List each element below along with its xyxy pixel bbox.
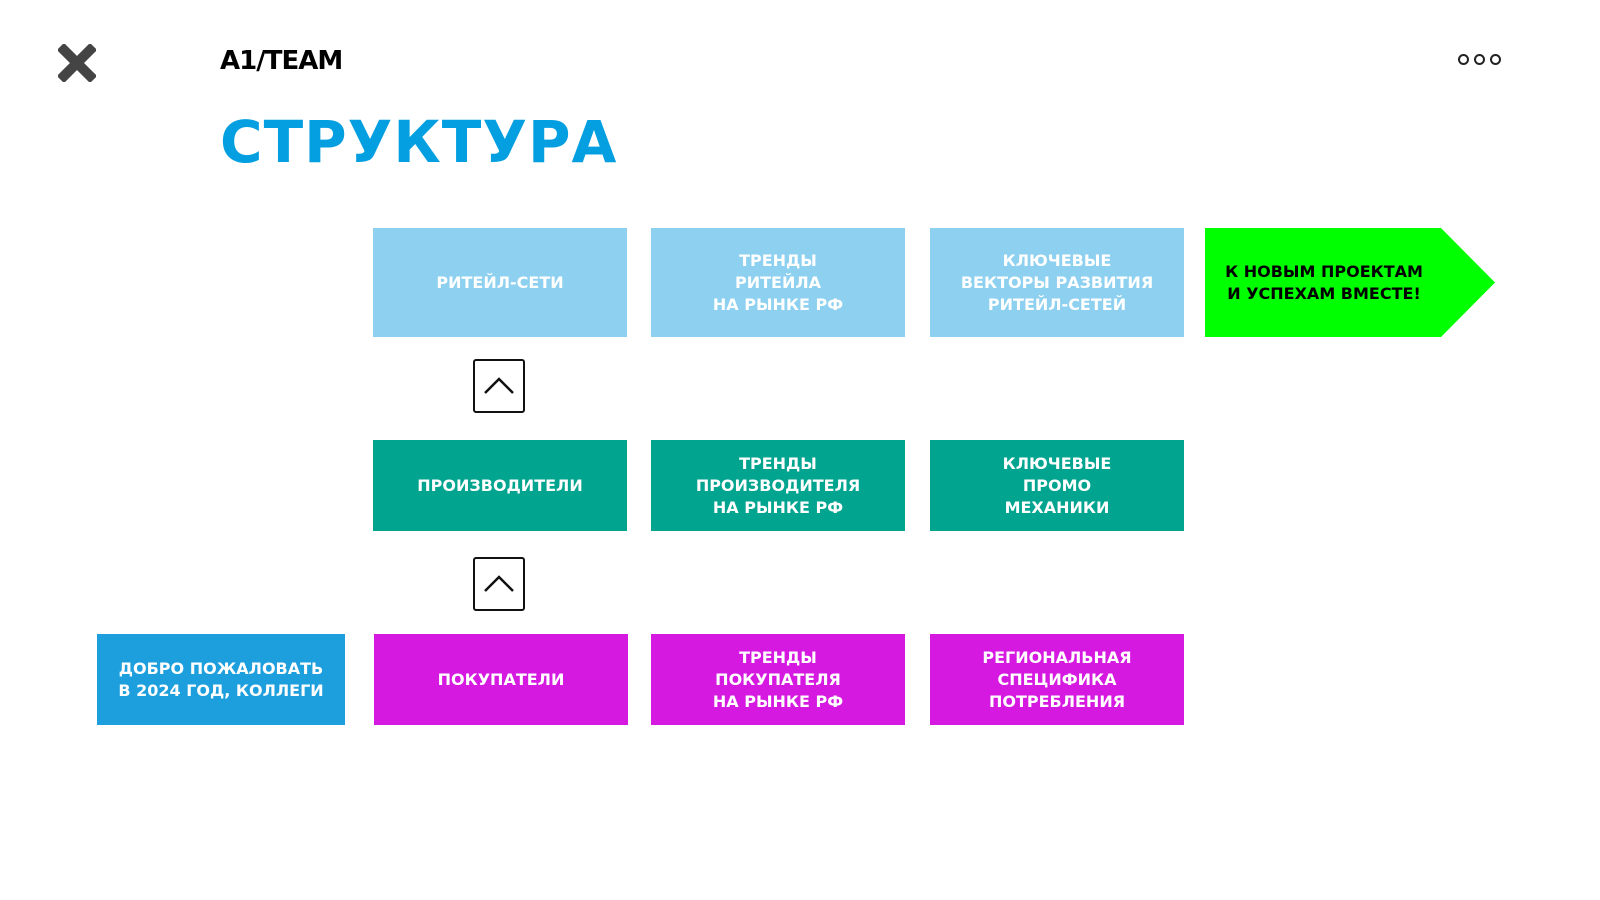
tile-buyers[interactable]: ПОКУПАТЕЛИ <box>374 634 628 725</box>
tile-retail-trends[interactable]: ТРЕНДЫ РИТЕЙЛА НА РЫНКЕ РФ <box>651 228 905 337</box>
tile-start[interactable]: ДОБРО ПОЖАЛОВАТЬ В 2024 ГОД, КОЛЛЕГИ <box>97 634 345 725</box>
tile-buyer-trends[interactable]: ТРЕНДЫ ПОКУПАТЕЛЯ НА РЫНКЕ РФ <box>651 634 905 725</box>
tile-finish[interactable]: К НОВЫМ ПРОЕКТАМ И УСПЕХАМ ВМЕСТЕ! <box>1205 228 1495 337</box>
chevron-up-icon[interactable] <box>473 359 525 413</box>
page-title: СТРУКТУРА <box>220 108 618 176</box>
more-dots-icon[interactable] <box>1458 54 1501 65</box>
chevron-up-icon[interactable] <box>473 557 525 611</box>
tile-promo-mechanics[interactable]: КЛЮЧЕВЫЕ ПРОМО МЕХАНИКИ <box>930 440 1184 531</box>
logo: A1/TEAM <box>220 46 343 76</box>
tile-producers[interactable]: ПРОИЗВОДИТЕЛИ <box>373 440 627 531</box>
tile-retail-vectors[interactable]: КЛЮЧЕВЫЕ ВЕКТОРЫ РАЗВИТИЯ РИТЕЙЛ-СЕТЕЙ <box>930 228 1184 337</box>
tile-retail-chains[interactable]: РИТЕЙЛ-СЕТИ <box>373 228 627 337</box>
tile-producer-trends[interactable]: ТРЕНДЫ ПРОИЗВОДИТЕЛЯ НА РЫНКЕ РФ <box>651 440 905 531</box>
close-x-icon[interactable] <box>56 42 98 86</box>
tile-regional-specifics[interactable]: РЕГИОНАЛЬНАЯ СПЕЦИФИКА ПОТРЕБЛЕНИЯ <box>930 634 1184 725</box>
